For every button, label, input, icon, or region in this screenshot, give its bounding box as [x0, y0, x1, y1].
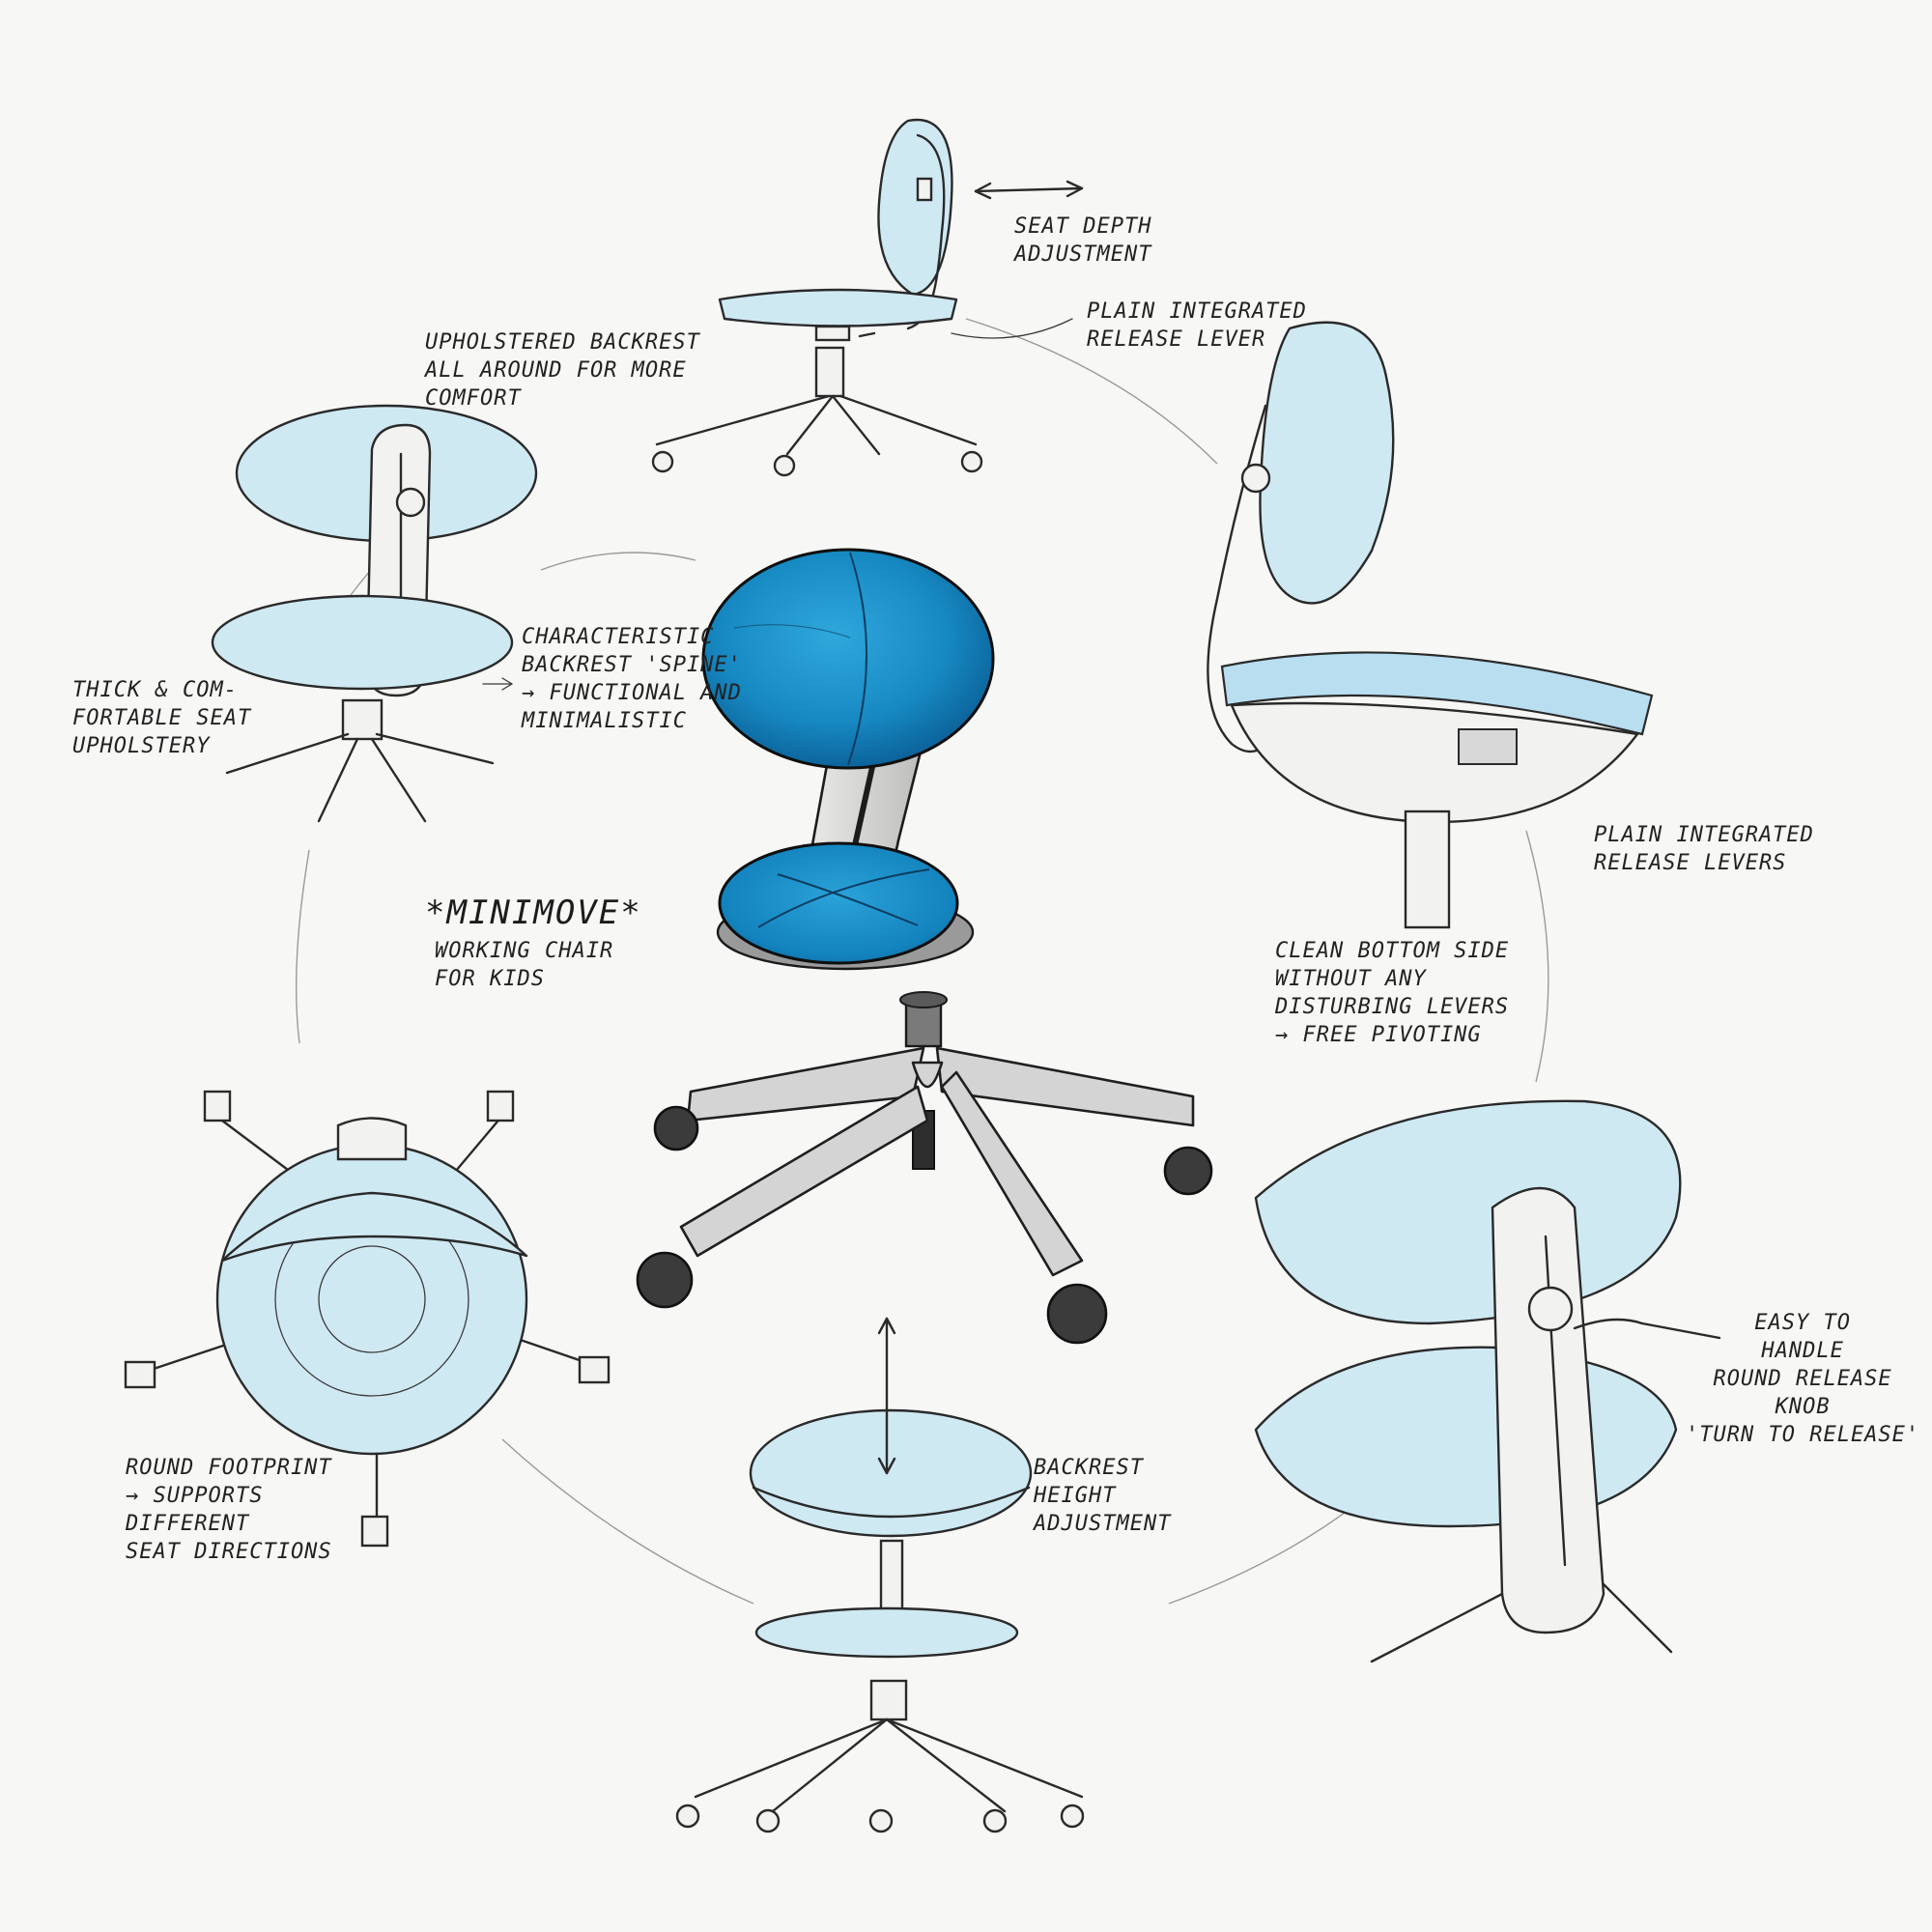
- left-chair-top-view: [124, 1090, 611, 1548]
- hero-chair: [636, 548, 1213, 1345]
- note-line: ADJUSTMENT: [1034, 1512, 1172, 1536]
- subtitle-line-1: WORKING CHAIR: [435, 939, 614, 963]
- note-line: HANDLE: [1761, 1339, 1844, 1363]
- note-line: DISTURBING LEVERS: [1275, 995, 1510, 1019]
- note-upholstered-backrest: UPHOLSTERED BACKREST ALL AROUND FOR MORE…: [425, 328, 700, 412]
- top-chair-side-view: [651, 118, 1084, 477]
- note-line: FORTABLE SEAT: [72, 706, 252, 730]
- note-backrest-spine: CHARACTERISTIC BACKREST 'SPINE' → FUNCTI…: [522, 623, 742, 735]
- note-clean-bottom: CLEAN BOTTOM SIDE WITHOUT ANY DISTURBING…: [1275, 937, 1509, 1049]
- subtitle-line-2: FOR KIDS: [435, 967, 545, 991]
- product-title: *MINIMOVE*: [425, 894, 642, 932]
- note-line: COMFORT: [425, 386, 522, 411]
- note-line: → FREE PIVOTING: [1275, 1023, 1482, 1047]
- bottom-right-chair-back-view: [1254, 1099, 1721, 1663]
- product-subtitle: WORKING CHAIR FOR KIDS: [435, 937, 613, 993]
- note-line: ROUND FOOTPRINT: [126, 1456, 332, 1480]
- note-line: → SUPPORTS: [126, 1484, 264, 1508]
- note-line: KNOB: [1775, 1395, 1831, 1419]
- note-line: PLAIN INTEGRATED: [1594, 823, 1814, 847]
- note-line: PLAIN INTEGRATED: [1087, 299, 1307, 324]
- note-line: CLEAN BOTTOM SIDE: [1275, 939, 1510, 963]
- note-line: THICK & COM-: [72, 678, 238, 702]
- note-line: RELEASE LEVER: [1087, 327, 1266, 352]
- note-release-levers: PLAIN INTEGRATED RELEASE LEVERS: [1594, 821, 1814, 877]
- note-line: UPHOLSTERY: [72, 734, 211, 758]
- note-line: WITHOUT ANY: [1275, 967, 1427, 991]
- note-backrest-height: BACKREST HEIGHT ADJUSTMENT: [1034, 1454, 1171, 1538]
- note-line: CHARACTERISTIC: [522, 625, 715, 649]
- leader-lines: [482, 318, 1073, 691]
- note-line: ADJUSTMENT: [1014, 242, 1152, 267]
- note-easy-knob: EASY TO HANDLE ROUND RELEASE KNOB 'TURN …: [1686, 1309, 1919, 1449]
- right-chair-three-quarter-view: [1207, 321, 1654, 929]
- note-seat-depth: SEAT DEPTH ADJUSTMENT: [1014, 213, 1151, 269]
- note-line: UPHOLSTERED BACKREST: [425, 330, 700, 355]
- note-line: RELEASE LEVERS: [1594, 851, 1787, 875]
- note-line: → FUNCTIONAL AND: [522, 681, 742, 705]
- note-line: HEIGHT: [1034, 1484, 1117, 1508]
- note-line: SEAT DIRECTIONS: [126, 1540, 332, 1564]
- top-left-chair-back-view: [211, 404, 538, 823]
- note-line: BACKREST 'SPINE': [522, 653, 742, 677]
- bottom-chair-height-view: [675, 1317, 1085, 1833]
- note-thick-seat: THICK & COM- FORTABLE SEAT UPHOLSTERY: [72, 676, 251, 760]
- note-line: MINIMALISTIC: [522, 709, 687, 733]
- note-line: EASY TO: [1754, 1311, 1851, 1335]
- note-line: 'TURN TO RELEASE': [1686, 1423, 1920, 1447]
- note-line: ALL AROUND FOR MORE: [425, 358, 687, 383]
- note-line: SEAT DEPTH: [1014, 214, 1152, 239]
- note-round-footprint: ROUND FOOTPRINT → SUPPORTS DIFFERENT SEA…: [126, 1454, 332, 1566]
- note-line: ROUND RELEASE: [1713, 1367, 1892, 1391]
- note-line: BACKREST: [1034, 1456, 1144, 1480]
- note-line: DIFFERENT: [126, 1512, 250, 1536]
- note-release-lever: PLAIN INTEGRATED RELEASE LEVER: [1087, 298, 1307, 354]
